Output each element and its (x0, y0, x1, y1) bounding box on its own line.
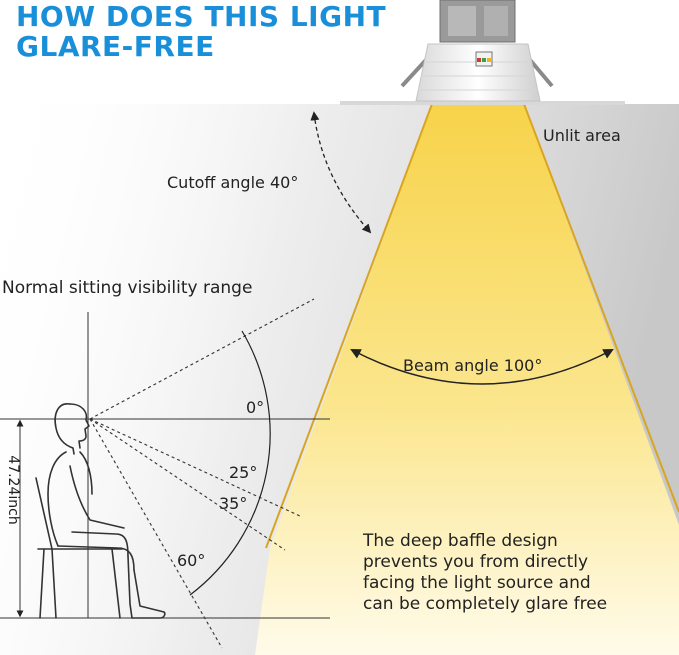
seated-person (47, 403, 166, 619)
chair (35, 477, 123, 619)
angle-25-label: 25° (229, 463, 258, 482)
ray-60-degree (89, 418, 223, 649)
description-line-4: can be completely glare free (363, 594, 608, 614)
beam-angle-arrow (350, 349, 614, 385)
angle-60-label: 60° (177, 551, 206, 570)
description-text: The deep baffle design prevents you from… (363, 531, 663, 615)
visibility-arc (189, 330, 271, 596)
angle-0-label: 0° (246, 398, 265, 417)
light-beam (255, 104, 679, 655)
page-title-line-1: HOW DOES THIS LIGHT (16, 0, 387, 33)
description-line-2: prevents you from directly (363, 552, 589, 572)
cutoff-angle-label: Cutoff angle 40° (167, 173, 299, 192)
description-line-1: The deep baffle design (363, 531, 558, 551)
cutoff-angle-arrow (310, 111, 372, 234)
downlight-fixture (400, 0, 554, 102)
beam-angle-label: Beam angle 100° (403, 356, 543, 375)
page-title-line-2: GLARE-FREE (16, 30, 215, 63)
visibility-range-label: Normal sitting visibility range (2, 278, 253, 298)
visibility-rays (89, 298, 330, 649)
height-label: 47.24inch (5, 455, 21, 525)
beam-left-edge (265, 103, 433, 549)
ceiling-line (340, 101, 625, 105)
beam-right-edge (523, 103, 679, 513)
ray-25-degree (89, 418, 303, 518)
unlit-area-label: Unlit area (543, 126, 621, 145)
description-line-3: facing the light source and (363, 573, 591, 593)
ray-upper-limit (89, 298, 315, 420)
angle-35-label: 35° (219, 494, 248, 513)
